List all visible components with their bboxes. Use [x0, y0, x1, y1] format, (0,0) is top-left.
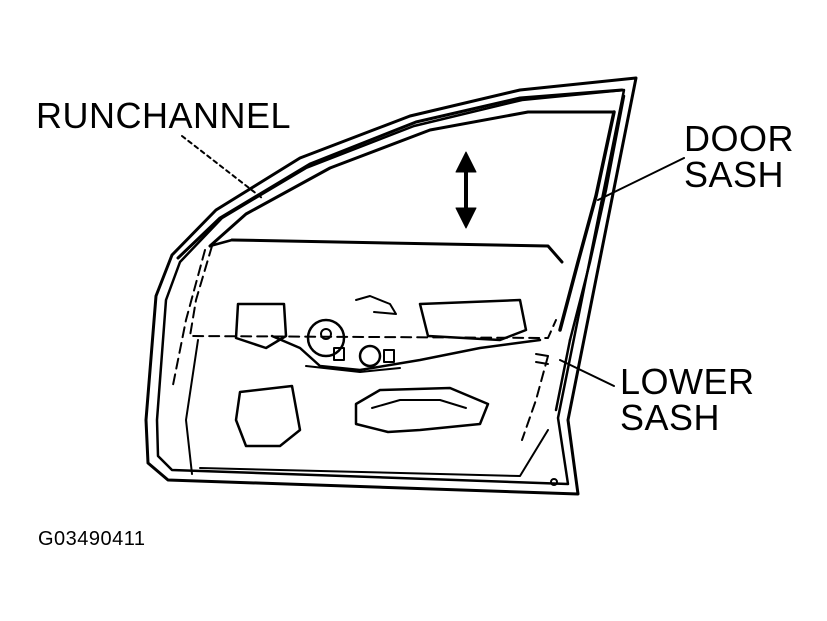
lower-sash-label: LOWER SASH [620, 364, 755, 436]
door-inner-outline [155, 88, 626, 486]
lower-sash-label-line1: LOWER [620, 361, 755, 402]
inner-door-body [185, 339, 199, 475]
lower-left-opening [234, 384, 302, 448]
runchannel-inner [208, 110, 616, 248]
upper-mid-bracket [355, 295, 397, 315]
window-glass-lower [208, 238, 234, 248]
inner-panel-boundary [189, 245, 557, 339]
lower-mid-inner [371, 399, 467, 409]
regulator-hub [320, 328, 332, 340]
door-sash [558, 110, 616, 332]
upper-right-opening [418, 298, 528, 342]
arrow-head-up [455, 151, 477, 173]
lower-sash-label-line2: SASH [620, 397, 721, 438]
window-glass-edge [230, 238, 564, 264]
figure-code: G03490411 [38, 528, 146, 550]
inner-panel-left-dash [171, 249, 206, 391]
lower-right-bolt [550, 478, 558, 486]
door-sash-leader [597, 157, 685, 201]
regulator-bracket-left [333, 347, 345, 361]
runchannel [176, 88, 624, 260]
runchannel-label: RUNCHANNEL [36, 95, 292, 136]
regulator-wheel [306, 318, 346, 358]
inner-panel-right-dash [521, 355, 549, 441]
regulator-bracket-right [383, 349, 395, 363]
inner-door-bottom [199, 429, 549, 477]
door-outer-outline [144, 76, 638, 496]
lower-sash-leader [559, 359, 615, 387]
upper-left-opening [234, 302, 288, 350]
runchannel-leader [181, 135, 263, 199]
lower-mid-opening [354, 386, 490, 434]
regulator-cable [270, 334, 542, 372]
arrow-head-down [455, 207, 477, 229]
door-sash-label: DOOR SASH [684, 121, 794, 193]
door-sash-label-line1: DOOR [684, 118, 794, 159]
door-sash-label-line2: SASH [684, 154, 785, 195]
door-latch-mark [535, 353, 549, 365]
lower-sash [554, 338, 572, 412]
door-sash-outer [568, 94, 626, 342]
regulator-arm [305, 365, 401, 373]
regulator-gear [358, 344, 382, 368]
